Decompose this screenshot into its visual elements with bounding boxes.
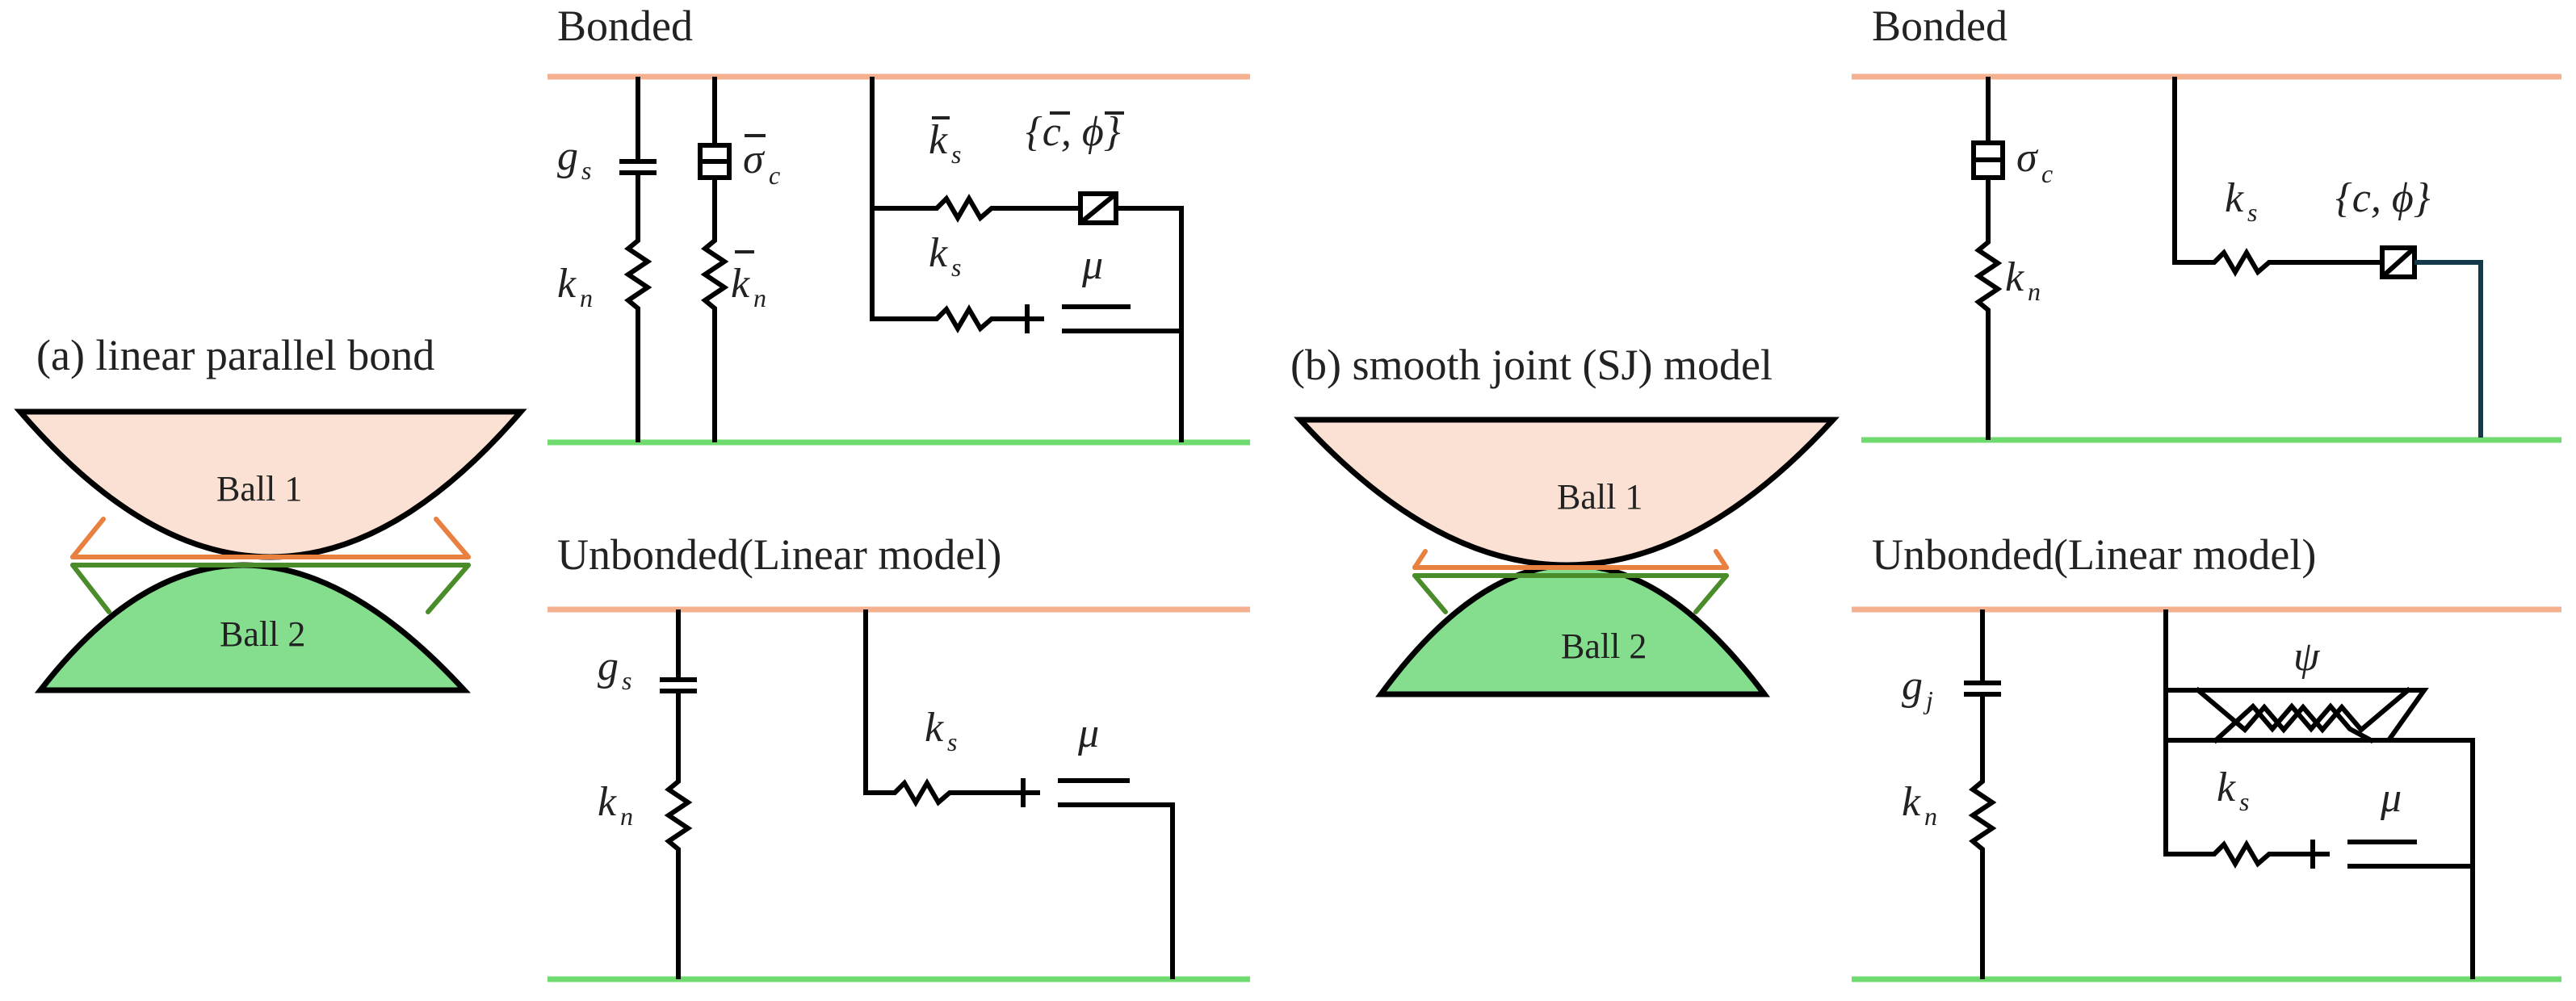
panel-b-bond-orange-right	[1714, 549, 1729, 570]
panel-a-bond-orange-left	[70, 517, 106, 559]
panel-a-unbonded-mu: μ	[1077, 710, 1099, 756]
panel-a-unbonded-shear-branch	[863, 609, 1175, 979]
panel-b-bonded-ks-symbol: k	[2225, 175, 2244, 221]
panel-b-caption: (b) smooth joint (SJ) model	[1290, 341, 1773, 389]
panel-b-ball-1	[1294, 417, 1840, 568]
panel-b-bond-green-right	[1693, 573, 1729, 614]
panel-a-ball-1-label: Ball 1	[216, 469, 302, 509]
panel-b-bond-green-left	[1412, 573, 1448, 614]
panel-a-bonded-sigma-subscript: c	[769, 161, 780, 190]
panel-b-bonded-slider-lead	[2414, 260, 2483, 438]
panel-b-unbonded-kn-subscript: n	[1924, 802, 1937, 831]
panel-a-bonded-kn-symbol: k	[557, 261, 577, 307]
panel-b-unbonded-title: Unbonded(Linear model)	[1872, 530, 2316, 579]
panel-a-unbonded-title: Unbonded(Linear model)	[557, 530, 1001, 579]
panel-a-caption: (a) linear parallel bond	[36, 331, 434, 379]
panel-a-bonded-sigma-symbol: σ	[743, 136, 766, 182]
panel-b-unbonded-ks-symbol: k	[2217, 764, 2236, 810]
panel-a-unbonded: Unbonded(Linear model) g s k n k s μ	[548, 530, 1250, 982]
panel-b-bond-orange-left	[1412, 549, 1428, 570]
panel-a-bonded-knbar-symbol: k	[731, 261, 750, 307]
panel-b-bonded-sigma-subscript: c	[2041, 159, 2053, 188]
panel-a-bond-orange-right	[434, 517, 471, 559]
panel-a-bonded: Bonded g s k n σ c k n k s {c, ϕ} k s μ	[548, 2, 1250, 446]
panel-a-bond-green-right	[426, 563, 471, 614]
panel-b-bonded-sigma-symbol: σ	[2016, 135, 2039, 181]
panel-b-ball-2-label: Ball 2	[1561, 626, 1647, 666]
panel-b-unbonded-joint-zigzag-2	[2212, 702, 2375, 744]
panel-b-unbonded-joint-frame	[2163, 609, 2475, 979]
panel-b-bonded: Bonded σ c k n k s {c, ϕ}	[1852, 2, 2561, 443]
panel-b-unbonded-psi: ψ	[2293, 634, 2321, 680]
panel-a-bonded-ksbar-subscript: s	[951, 140, 961, 169]
panel-a-unbonded-kn-symbol: k	[598, 779, 617, 825]
panel-b-unbonded-normal-branch	[1964, 609, 2001, 979]
panel-a-ball-2-label: Ball 2	[220, 614, 305, 654]
panel-b-unbonded: Unbonded(Linear model) g j k n ψ k s μ	[1852, 530, 2561, 982]
panel-b-ball-1-label: Ball 1	[1557, 477, 1643, 517]
panel-a-bonded-slider-box	[1078, 191, 1118, 225]
panel-b-bonded-kn-subscript: n	[2028, 277, 2041, 306]
panel-a-bonded-knbar-subscript: n	[753, 283, 766, 312]
panel-a-unbonded-gs-symbol: g	[598, 643, 619, 689]
panel-a-bonded-title: Bonded	[557, 2, 693, 50]
panel-b-unbonded-joint-zigzag-1	[2194, 686, 2412, 734]
panel-b-bonded-cphi: {c, ϕ}	[2335, 175, 2431, 221]
panel-a-unbonded-ks-subscript: s	[947, 727, 957, 756]
panel-a-bonded-cphi: {c, ϕ}	[1026, 109, 1121, 155]
panel-a-bonded-ksbar-symbol: k	[929, 117, 948, 163]
panel-a-balls: (a) linear parallel bond Ball 1 Ball 2	[14, 331, 527, 693]
panel-a-unbonded-ks-symbol: k	[925, 705, 944, 751]
panel-b-bonded-shear-branch	[2172, 77, 2385, 277]
panel-a-bonded-ks-symbol: k	[929, 230, 948, 276]
panel-a-bonded-kn-subscript: n	[580, 283, 593, 312]
panel-b-bonded-kn-symbol: k	[2005, 254, 2024, 300]
panel-b-unbonded-kn-symbol: k	[1902, 779, 1921, 825]
panel-b-bonded-normal-branch	[1974, 77, 2003, 440]
panel-b-bonded-title: Bonded	[1872, 2, 2008, 50]
panel-b-unbonded-gj-subscript: j	[1923, 685, 1933, 714]
panel-b-balls: (b) smooth joint (SJ) model Ball 1 Ball …	[1290, 341, 1840, 697]
panel-a-unbonded-normal-branch	[660, 609, 697, 979]
panel-a-bonded-gs-subscript: s	[581, 156, 591, 185]
panel-a-bonded-normal-branch	[619, 77, 657, 442]
panel-a-bonded-gs-symbol: g	[557, 133, 578, 179]
panel-b-bonded-ks-subscript: s	[2247, 198, 2257, 227]
panel-a-bonded-ks-subscript: s	[951, 253, 961, 282]
panel-a-unbonded-kn-subscript: n	[620, 802, 633, 831]
panel-b-bonded-slider-diagonal	[2380, 245, 2417, 279]
panel-a-bond-green-left	[70, 563, 111, 614]
panel-b-unbonded-gj-symbol: g	[1902, 663, 1923, 709]
panel-a-bonded-strength-branch	[700, 77, 729, 442]
panel-a-bonded-shear-branch	[870, 77, 1184, 442]
panel-b-unbonded-mu: μ	[2380, 775, 2402, 821]
panel-b-unbonded-ks-subscript: s	[2239, 787, 2249, 816]
panel-a-bonded-mu: μ	[1081, 242, 1103, 288]
panel-a-unbonded-gs-subscript: s	[622, 666, 631, 695]
panel-a-bonded-slider-diagonal	[1079, 191, 1118, 225]
